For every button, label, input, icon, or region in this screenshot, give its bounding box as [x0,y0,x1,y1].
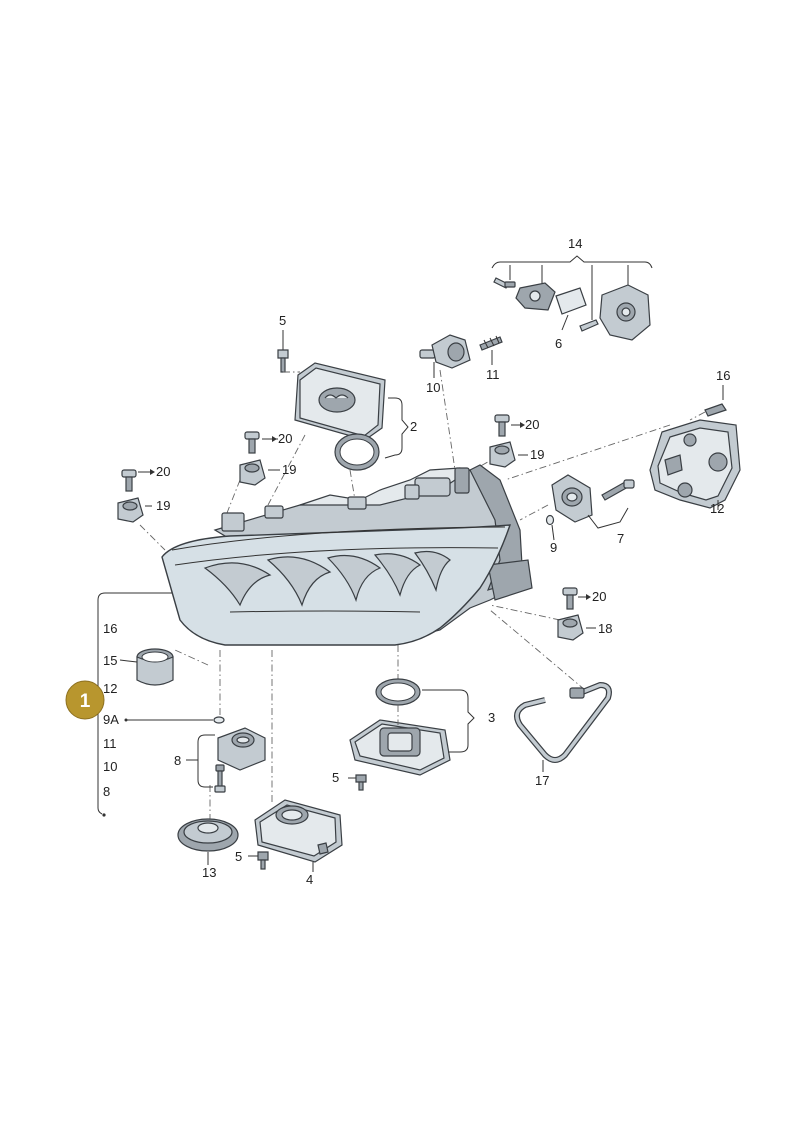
label-11-top: 11 [486,367,500,382]
label-8: 8 [174,753,181,768]
headlight-housing [161,464,533,646]
label-3: 3 [488,710,495,725]
label-16-right: 16 [716,368,730,383]
part-19-20-b [117,469,152,523]
label-13: 13 [202,865,216,880]
label-10-top: 10 [426,380,440,395]
label-4: 4 [306,872,313,887]
label-9: 9 [550,540,557,555]
part-2-module [277,330,409,471]
legend-item: 11 [103,736,117,751]
part-19-20-c [489,414,528,468]
legend-item: 15 [103,653,117,668]
legend-bracket [97,592,172,817]
legend-item: 10 [103,759,117,774]
part-13-cover [177,818,239,865]
label-5-bot: 5 [235,849,242,864]
label-14: 14 [568,236,582,251]
label-2: 2 [410,419,417,434]
label-20-a: 20 [278,431,292,446]
part-10-11 [419,334,503,378]
badge-number: 1 [80,691,91,712]
part-17-cable [513,682,612,772]
part-15-cap [119,648,174,686]
label-12-right: 12 [710,501,724,516]
label-18: 18 [598,621,612,636]
part-8-group [124,716,266,793]
part-3-module [348,678,475,791]
label-6: 6 [555,336,562,351]
label-arrows [139,422,591,600]
legend-item: 8 [103,784,110,799]
label-20-b: 20 [156,464,170,479]
label-20-d: 20 [592,589,606,604]
legend-item: 12 [103,681,117,696]
label-19-b: 19 [156,498,170,513]
label-5-mid: 5 [332,770,339,785]
part-12-16 [649,385,741,510]
part-7-9 [545,474,635,541]
label-19-a: 19 [282,462,296,477]
label-17: 17 [535,773,549,788]
item-number-badge: 1 [65,680,105,720]
label-19-c: 19 [530,447,544,462]
label-7: 7 [617,531,624,546]
label-5-top: 5 [279,313,286,328]
legend-list: 16 15 12 9A 11 10 8 [103,621,119,799]
legend-item: 9A [103,712,119,727]
part-19-20-a [239,431,280,486]
legend-item: 16 [103,621,117,636]
alignment-lines [139,369,671,825]
part-14-group [491,255,653,341]
part-18-20 [557,587,596,641]
label-20-c: 20 [525,417,539,432]
callout-labels: 14 5 6 10 11 16 2 20 19 20 19 20 19 9 7 … [156,236,730,887]
part-4-module [248,799,343,872]
